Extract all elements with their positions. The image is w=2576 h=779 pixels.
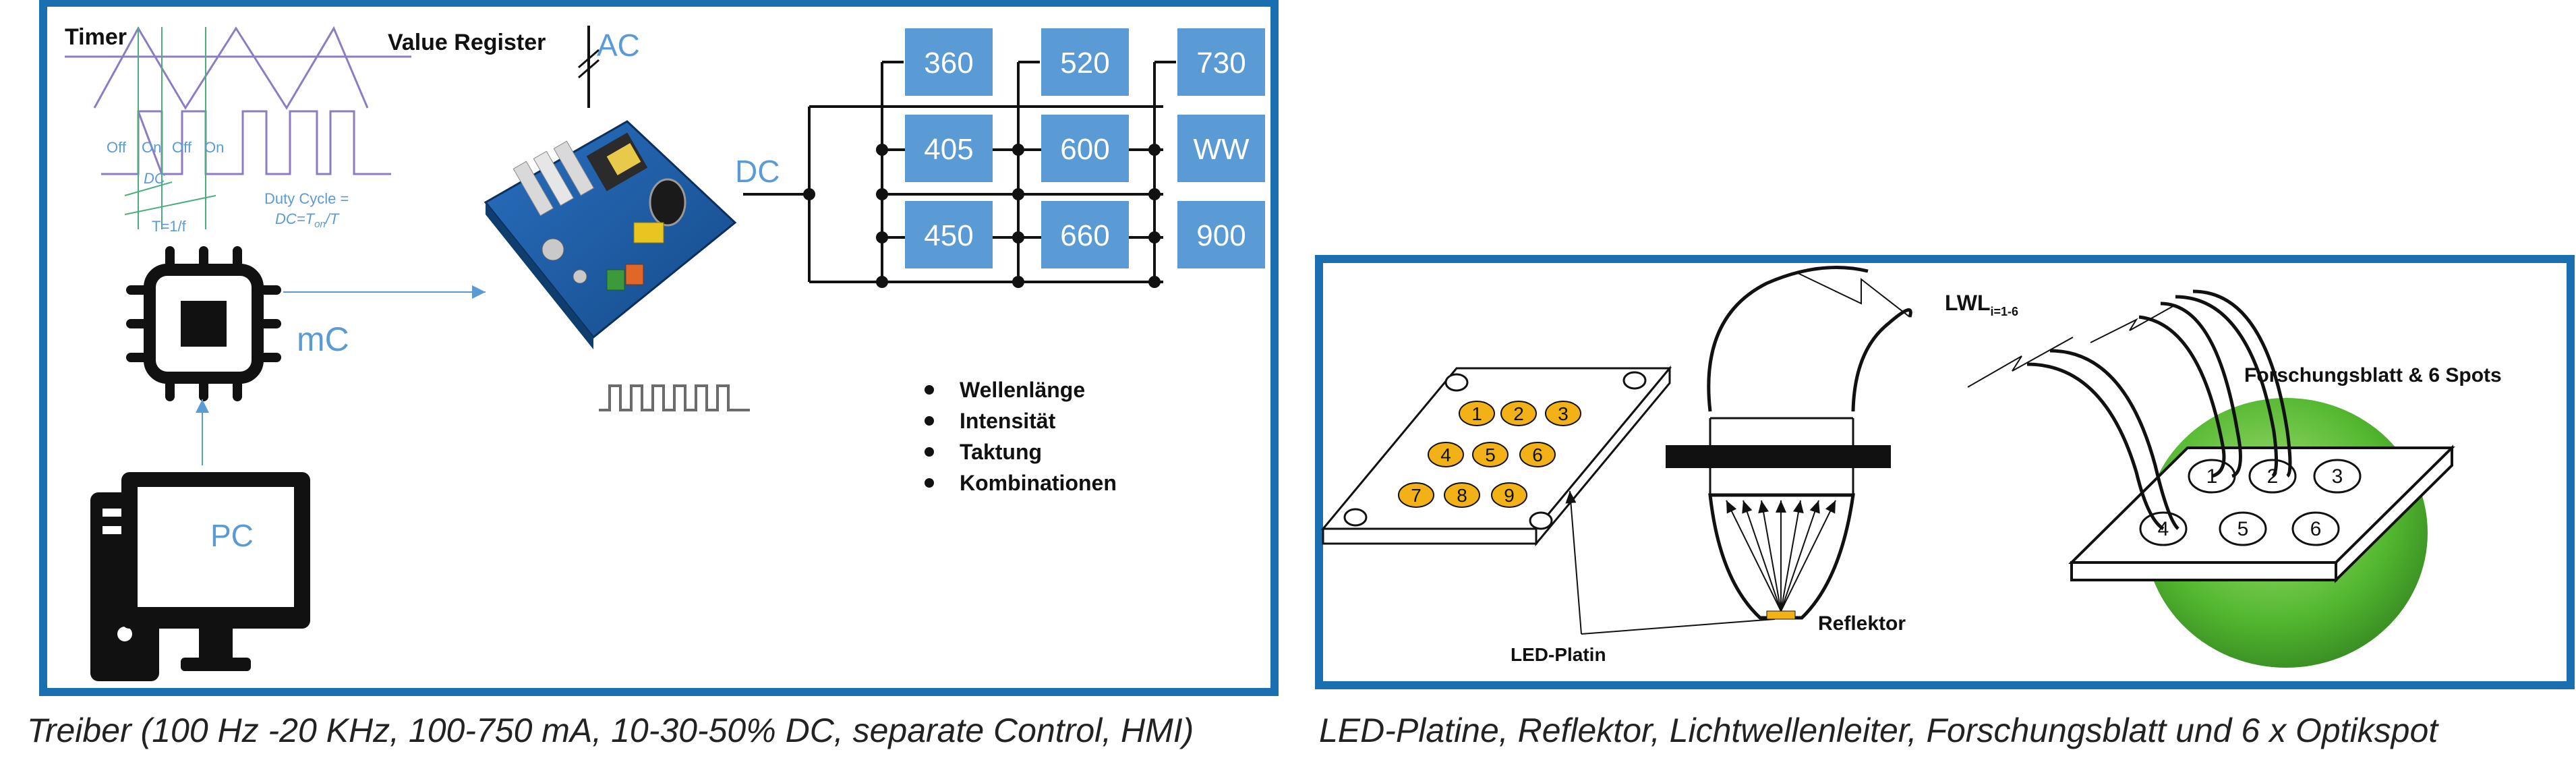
wavelength-value: 520 [1060, 47, 1109, 80]
driver-panel: Timer Value Register Off On Off On DC T=… [39, 0, 1279, 696]
dc-label-small: DC [144, 170, 165, 187]
ac-label: AC [597, 28, 640, 63]
feature-item: Kombinationen [960, 471, 1117, 495]
wavelength-tile [1177, 115, 1265, 182]
value-register-label: Value Register [388, 30, 546, 55]
driver-caption: Treiber (100 Hz -20 KHz, 100-750 mA, 10-… [27, 712, 1194, 749]
fiber-break-marks [1796, 272, 2176, 388]
led-emitter [1459, 401, 1495, 426]
led-platin-pointer [1565, 490, 1582, 635]
led-emitter [1398, 482, 1434, 508]
led-number: 6 [1532, 444, 1543, 465]
led-number: 9 [1504, 485, 1515, 506]
led-number: 7 [1411, 485, 1422, 506]
period-label: T=1/f [152, 218, 187, 235]
wavelength-value: 660 [1060, 219, 1109, 252]
led-array: 1 2 3 4 5 6 7 8 9 [1398, 401, 1581, 508]
duty-cycle-title: Duty Cycle = [264, 190, 349, 207]
wavelength-tile [1041, 201, 1129, 268]
optics-panel: 1 2 3 4 5 6 7 8 9 LED-Platin [1315, 255, 2575, 689]
wavelength-value: 405 [924, 133, 973, 166]
led-number: 1 [1471, 403, 1482, 424]
led-emitter [1519, 442, 1556, 467]
reflector-label: Reflektor [1818, 612, 1906, 635]
light-guide-fibers [2026, 289, 2292, 531]
reflector-assembly [1666, 265, 1912, 620]
pwm-label-off-2: Off [172, 139, 192, 156]
wavelength-value: 730 [1196, 47, 1246, 80]
dc-bus-label: DC [735, 154, 780, 189]
optic-spot [2291, 511, 2340, 546]
wavelength-tiles: 360 520 730 405 600 WW 450 660 900 [905, 28, 1265, 268]
wavelength-value: 360 [924, 47, 973, 80]
led-number: 4 [1440, 444, 1451, 465]
pwm-timing-diagram: Timer Value Register Off On Off On DC T=… [65, 24, 546, 235]
wavelength-tile [1177, 28, 1265, 96]
led-number: 2 [1513, 403, 1524, 424]
microcontroller-icon [126, 246, 281, 401]
led-emitter [1428, 442, 1464, 467]
spot-number: 3 [2332, 465, 2343, 488]
optic-spot [2219, 511, 2267, 546]
pwm-label-off-1: Off [107, 139, 127, 156]
pulse-train-icon [599, 384, 750, 411]
led-emitter [1444, 482, 1480, 508]
pc-icon [90, 472, 310, 681]
wavelength-tile [905, 28, 993, 96]
spot-number: 6 [2310, 518, 2322, 540]
led-emitter [1545, 401, 1581, 426]
wavelength-value: 450 [924, 219, 973, 252]
led-number: 5 [1485, 444, 1496, 465]
pwm-label-on-2: On [204, 139, 224, 156]
spot-number: 1 [2206, 465, 2218, 488]
wavelength-tile [1177, 201, 1265, 268]
leaf-label: Forschungsblatt & 6 Spots [2244, 364, 2502, 386]
led-emitter [1491, 482, 1527, 508]
optic-spot [2313, 459, 2362, 494]
timer-label: Timer [65, 24, 127, 50]
duty-cycle-formula: DC=Ton/T [275, 210, 340, 230]
wavelength-tile [905, 201, 993, 268]
power-supply-board-icon [484, 120, 737, 349]
led-number: 8 [1457, 485, 1467, 506]
led-platin-label: LED-Platin [1511, 644, 1606, 665]
pc-label: PC [210, 518, 254, 553]
spot-number: 5 [2237, 518, 2249, 540]
feature-list: Wellenlänge Intensität Taktung Kombinati… [925, 378, 1117, 495]
mc-label: mC [297, 320, 349, 358]
led-platin-pointer [1581, 618, 1776, 635]
feature-item: Intensität [960, 409, 1056, 433]
spot-number: 4 [2158, 518, 2169, 540]
led-emitter [1500, 401, 1537, 426]
feature-item: Wellenlänge [960, 378, 1085, 402]
led-chip [1766, 610, 1796, 620]
lwl-label: LWLi=1-6 [1945, 291, 2018, 318]
led-number: 3 [1558, 403, 1569, 424]
pwm-label-on-1: On [142, 139, 161, 156]
wavelength-tile [1041, 115, 1129, 182]
wavelength-value: WW [1193, 133, 1250, 166]
wavelength-value: 600 [1060, 133, 1109, 166]
led-emitter [1472, 442, 1509, 467]
wavelength-tile [905, 115, 993, 182]
wavelength-tile [1041, 28, 1129, 96]
bus-junction-dots [803, 144, 1161, 288]
feature-item: Taktung [960, 440, 1042, 464]
mounting-bar [1666, 445, 1891, 468]
optics-caption: LED-Platine, Reflektor, Lichtwellenleite… [1319, 712, 2439, 749]
wavelength-value: 900 [1196, 219, 1246, 252]
